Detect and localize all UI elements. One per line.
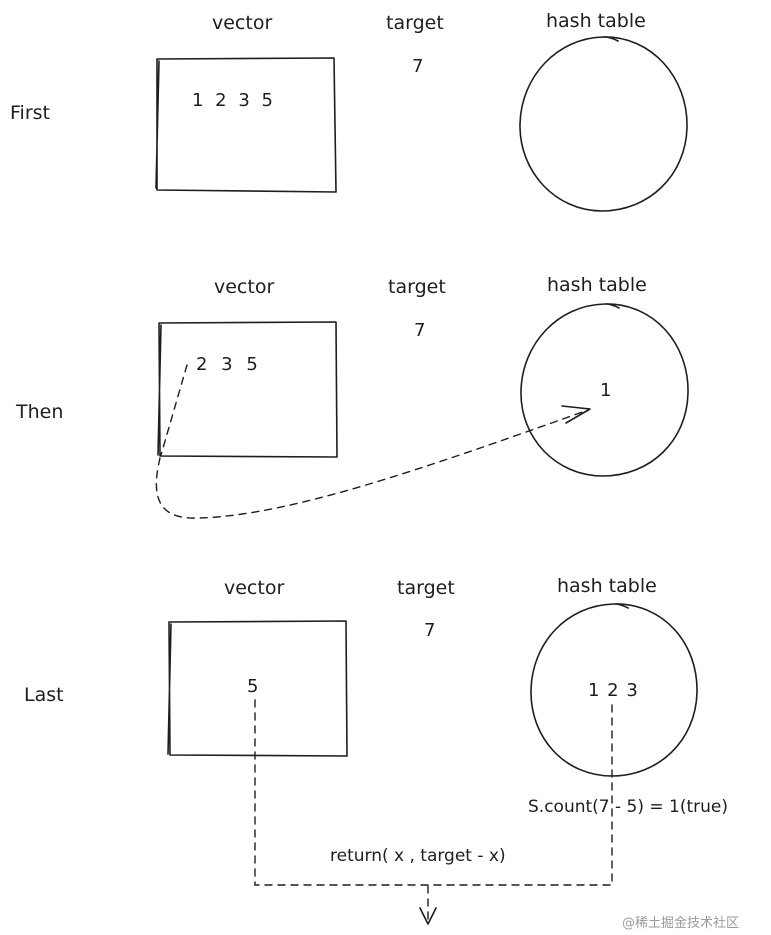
- hash-values-then: 1: [600, 380, 612, 401]
- target-header-last: target: [397, 577, 455, 599]
- dashed-line-to-one: [160, 364, 188, 456]
- count-check-annotation: S.count(7 - 5) = 1(true): [528, 797, 729, 817]
- vector-box-then: [157, 321, 338, 458]
- stage-label-then: Then: [16, 401, 64, 423]
- dashed-line-from-five: [254, 699, 613, 886]
- hash-circle-last: [530, 603, 698, 777]
- hash-table-header-last: hash table: [557, 575, 657, 597]
- vector-values-first: 1 2 3 5: [192, 90, 273, 111]
- target-value-first: 7: [412, 56, 424, 77]
- vector-header-first: vector: [212, 12, 273, 34]
- arrowhead-down: [419, 907, 437, 925]
- hash-table-header-then: hash table: [547, 274, 647, 296]
- vector-header-then: vector: [214, 276, 275, 298]
- watermark: @稀土掘金技术社区: [622, 916, 740, 931]
- hash-circle-first: [519, 36, 688, 212]
- target-value-then: 7: [414, 320, 426, 341]
- vector-values-last: 5: [247, 676, 259, 697]
- dashed-curve-arrow-then: [155, 409, 589, 519]
- vector-values-then: 2 3 5: [196, 354, 258, 375]
- stage-label-first: First: [10, 102, 50, 124]
- hash-table-header-first: hash table: [546, 10, 646, 32]
- vector-box-first: [155, 57, 337, 193]
- target-value-last: 7: [424, 620, 436, 641]
- hash-circle-then: [520, 303, 689, 477]
- stage-label-last: Last: [24, 684, 64, 706]
- vector-box-last: [167, 620, 348, 757]
- hash-values-last: 1 2 3: [588, 680, 638, 701]
- target-header-then: target: [388, 276, 446, 298]
- target-header-first: target: [386, 12, 444, 34]
- vector-header-last: vector: [224, 577, 285, 599]
- arrowhead-then: [561, 405, 591, 424]
- return-expression: return( x , target - x): [330, 846, 506, 866]
